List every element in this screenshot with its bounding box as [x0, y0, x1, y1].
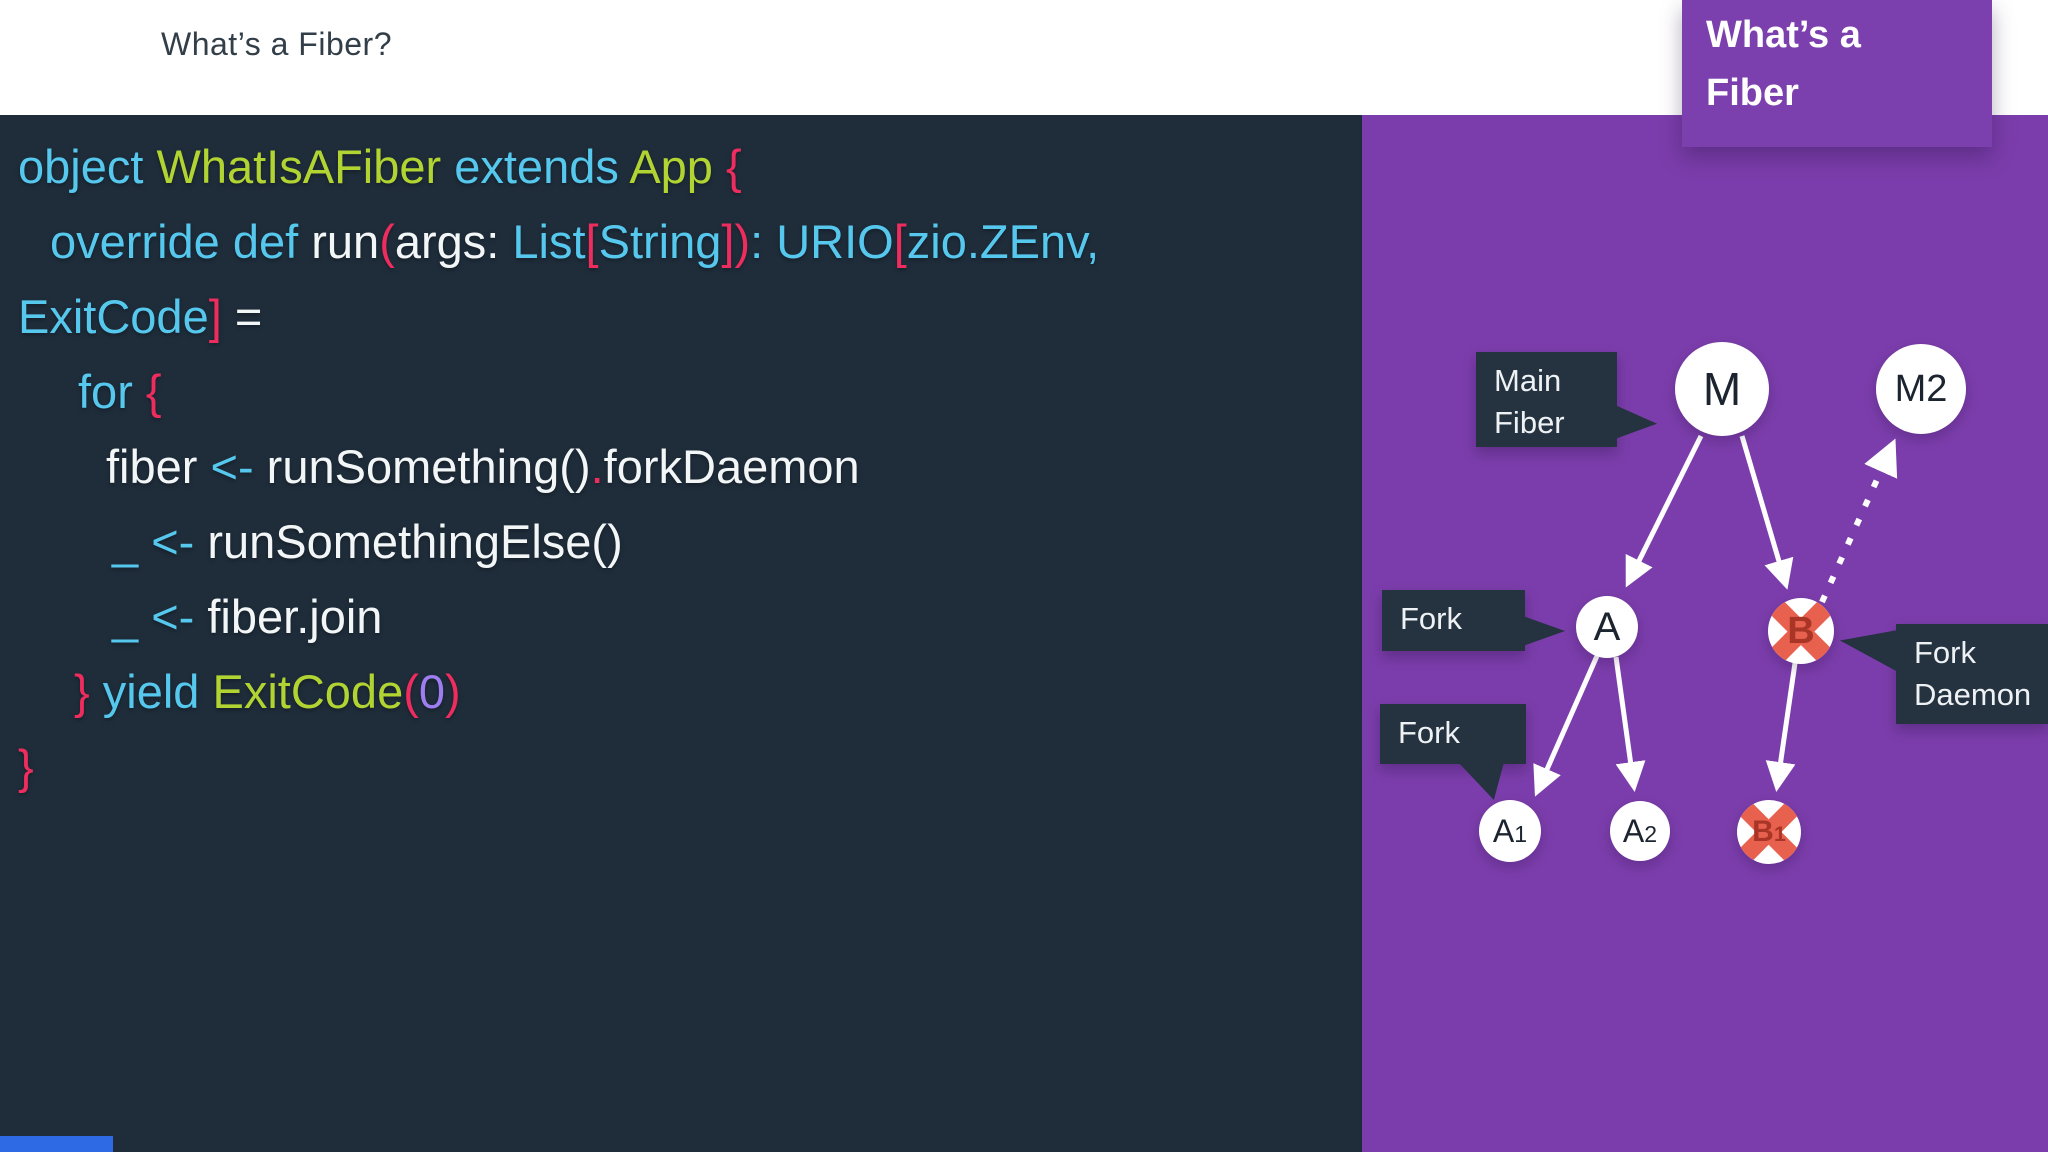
node-b1-index: 1	[1773, 821, 1786, 846]
code-token: ExitCode	[212, 665, 404, 718]
code-line: }	[18, 729, 1362, 804]
code-token: [	[585, 215, 599, 268]
code-token: for	[78, 365, 146, 418]
code-panel: object WhatIsAFiber extends App {overrid…	[0, 115, 1362, 1152]
code-line: } yield ExitCode(0)	[18, 654, 1362, 729]
code-token: args:	[394, 215, 513, 268]
code-token: yield	[102, 665, 213, 718]
code-token: )	[445, 665, 461, 718]
node-main-fiber-m: M	[1675, 342, 1769, 436]
code-token: run	[311, 215, 380, 268]
node-a1-index: 1	[1514, 820, 1528, 847]
code-token: forkDaemon	[603, 440, 860, 493]
code-token: .	[590, 440, 604, 493]
slide-title-line1: What’s a	[1706, 14, 1861, 56]
fork-label-a: Fork	[1382, 590, 1525, 651]
fork-daemon-label: Fork Daemon	[1896, 624, 2048, 724]
code-token: ])	[721, 215, 751, 268]
main-fiber-label-line1: Main	[1494, 363, 1562, 398]
fork-label-a1: Fork	[1380, 704, 1526, 764]
main-fiber-label: Main Fiber	[1476, 352, 1617, 447]
code-token: 0	[418, 665, 446, 718]
code-line: override def run(args: List[String]): UR…	[18, 204, 1362, 279]
node-m-label: M	[1702, 363, 1742, 415]
node-m2-label: M2	[1894, 367, 1948, 410]
node-a2-index: 2	[1644, 820, 1658, 847]
code-line: fiber <- runSomething().forkDaemon	[18, 429, 1362, 504]
code-token: <-	[210, 440, 267, 493]
code-token: }	[18, 740, 34, 793]
code-token: object	[18, 140, 157, 193]
code-token: }	[74, 665, 103, 718]
code-token: {	[726, 140, 742, 193]
code-token: override def	[50, 215, 312, 268]
code-token: runSomething()	[266, 440, 591, 493]
code-token: App	[629, 140, 726, 193]
code-block: object WhatIsAFiber extends App {overrid…	[0, 115, 1362, 804]
node-fiber-b-killed: B	[1768, 598, 1834, 664]
fork-label-a-text: Fork	[1400, 601, 1462, 636]
fork-daemon-label-line1: Fork	[1914, 635, 1976, 670]
code-line: object WhatIsAFiber extends App {	[18, 129, 1362, 204]
code-token: [	[893, 215, 907, 268]
fork-daemon-label-line2: Daemon	[1914, 677, 2032, 712]
code-token: =	[221, 290, 263, 343]
code-token: fiber.join	[207, 590, 383, 643]
code-token: runSomethingElse()	[207, 515, 623, 568]
code-token: extends	[441, 140, 630, 193]
code-token: fiber	[106, 440, 211, 493]
code-token: zio.ZEnv,	[906, 215, 1100, 268]
code-line: _ <- runSomethingElse()	[18, 504, 1362, 579]
fork-label-a1-text: Fork	[1398, 715, 1460, 750]
code-token: ]	[208, 290, 222, 343]
main-fiber-label-line2: Fiber	[1494, 405, 1565, 440]
node-b1-letter: B	[1752, 815, 1774, 848]
code-line: _ <- fiber.join	[18, 579, 1362, 654]
code-token: String	[598, 215, 722, 268]
code-line: for {	[18, 354, 1362, 429]
code-token: ExitCode	[18, 290, 209, 343]
code-token: _ <-	[112, 515, 208, 568]
code-token: _ <-	[112, 590, 208, 643]
node-b-label: B	[1787, 609, 1815, 652]
slide-title-line2: Fiber	[1706, 72, 1799, 114]
node-fiber-a: A	[1576, 596, 1638, 658]
code-token: List	[512, 215, 586, 268]
code-token: {	[145, 365, 162, 418]
code-token: (	[379, 215, 395, 268]
code-token: (	[403, 665, 419, 718]
node-a2-letter: A	[1622, 812, 1645, 849]
code-line: ExitCode] =	[18, 279, 1362, 354]
node-a1-letter: A	[1492, 812, 1515, 849]
code-token: WhatIsAFiber	[156, 140, 442, 193]
code-token: : URIO	[750, 215, 894, 268]
video-progress-bar[interactable]	[0, 1136, 113, 1152]
page-title: What’s a Fiber?	[161, 26, 392, 62]
node-a-label: A	[1593, 604, 1621, 649]
slide-title-card: What’s a Fiber	[1682, 0, 1992, 147]
node-main-fiber-m2: M2	[1876, 344, 1966, 434]
